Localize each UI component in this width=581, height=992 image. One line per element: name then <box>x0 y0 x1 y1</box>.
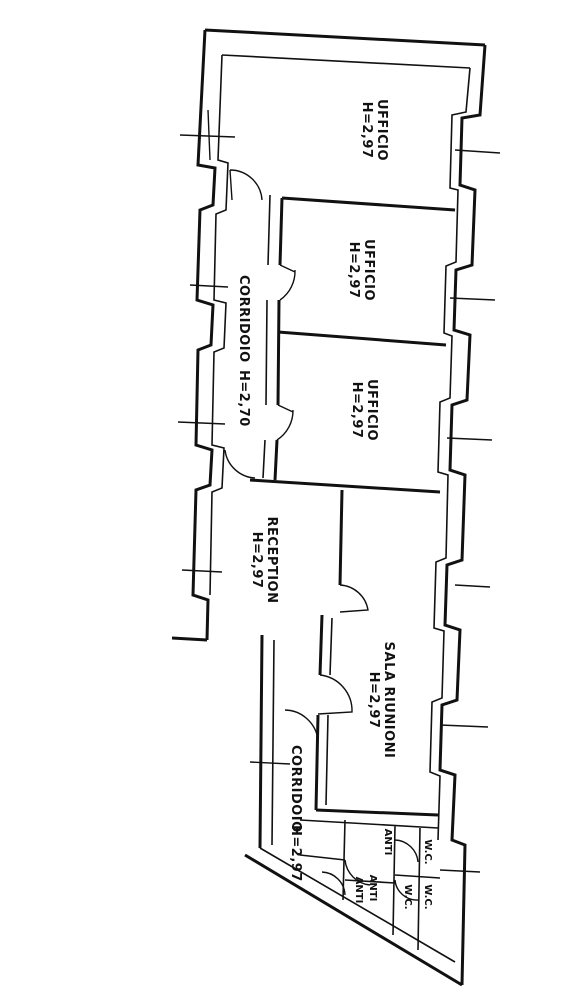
door-ufficio-2 <box>279 264 296 301</box>
wall-corridor-offices <box>273 197 284 481</box>
label-wc-2-name: W.C. <box>422 884 433 909</box>
wall-sala-bottom <box>315 808 439 817</box>
wall-bathrooms <box>299 819 441 951</box>
label-reception: RECEPTION H=2,97 <box>249 517 279 604</box>
wall-stub-left <box>171 636 208 642</box>
label-ufficio-3-height: H=2,97 <box>349 382 364 439</box>
outer-wall-right <box>438 44 487 986</box>
label-ufficio-2-name: UFFICIO <box>361 239 376 301</box>
wall-lower-corridor-outer <box>258 634 264 849</box>
label-ufficio-3: UFFICIO H=2,97 <box>349 379 379 441</box>
label-corridoio-1: CORRIDOIO H=2,70 <box>236 275 251 427</box>
label-corridoio-2-height: H=2,97 <box>288 825 303 882</box>
door-anti-2 <box>394 839 419 863</box>
window-marks <box>177 109 501 873</box>
label-anti-2: ANTI <box>367 875 378 902</box>
label-wc-1: W.C. <box>422 839 433 864</box>
partition-ufficio-3-reception <box>249 478 441 494</box>
label-anti-3: ANTI <box>353 877 364 904</box>
wall-lower-corridor-outer-inner <box>271 639 275 846</box>
label-ufficio-1: UFFICIO H=2,97 <box>359 99 389 161</box>
outer-wall-top-inner <box>221 54 471 69</box>
partition-ufficio-1-2 <box>281 196 456 212</box>
label-ufficio-2-height: H=2,97 <box>346 242 361 299</box>
door-anti-1 <box>344 859 371 886</box>
partition-reception-sala-2-inner <box>325 617 333 806</box>
label-corridoio-2-name: CORRIDOIO <box>288 745 303 833</box>
outer-wall-left-inner <box>209 54 229 596</box>
partition-reception-sala-2 <box>314 614 324 811</box>
label-sala-riunioni-height: H=2,97 <box>366 672 381 729</box>
label-wc-1-name: W.C. <box>422 839 433 864</box>
label-ufficio-3-name: UFFICIO <box>364 379 379 441</box>
label-sala-riunioni: SALA RIUNIONI H=2,97 <box>366 642 396 759</box>
door-ufficio-1 <box>229 169 263 201</box>
door-wc <box>394 879 419 901</box>
outer-wall-left <box>191 29 217 641</box>
door-anti-3 <box>321 871 346 896</box>
door-sala-corridor <box>317 674 353 715</box>
label-corridoio-1-height: H=2,70 <box>236 370 251 427</box>
door-reception-sala <box>339 584 369 613</box>
wall-corridor-offices-inner <box>262 194 271 479</box>
label-anti-2-name: ANTI <box>367 875 378 902</box>
partition-ufficio-2-3 <box>277 330 447 347</box>
label-ufficio-1-height: H=2,97 <box>359 102 374 159</box>
label-corridoio-2: CORRIDOIO H=2,97 <box>288 745 303 882</box>
label-wc-3: W.C. <box>402 884 413 909</box>
partition-reception-sala <box>338 489 344 586</box>
label-sala-riunioni-name: SALA RIUNIONI <box>381 642 396 759</box>
outer-wall-bottom-inner <box>259 847 456 963</box>
outer-wall-top <box>204 28 486 47</box>
door-ufficio-3 <box>276 404 294 441</box>
outer-wall-right-inner <box>429 67 471 841</box>
door-corridor-reception <box>224 449 256 479</box>
label-corridoio-1-name: CORRIDOIO <box>236 275 251 363</box>
label-wc-2: W.C. <box>422 884 433 909</box>
label-anti-1-name: ANTI <box>382 829 393 856</box>
label-reception-name: RECEPTION <box>264 517 279 604</box>
label-wc-3-name: W.C. <box>402 884 413 909</box>
label-anti-1: ANTI <box>382 829 393 856</box>
label-ufficio-1-name: UFFICIO <box>374 99 389 161</box>
label-ufficio-2: UFFICIO H=2,97 <box>346 239 376 301</box>
label-reception-height: H=2,97 <box>249 532 264 589</box>
door-corridor-2 <box>284 709 319 741</box>
outer-wall-bottom <box>244 853 463 987</box>
label-anti-3-name: ANTI <box>353 877 364 904</box>
